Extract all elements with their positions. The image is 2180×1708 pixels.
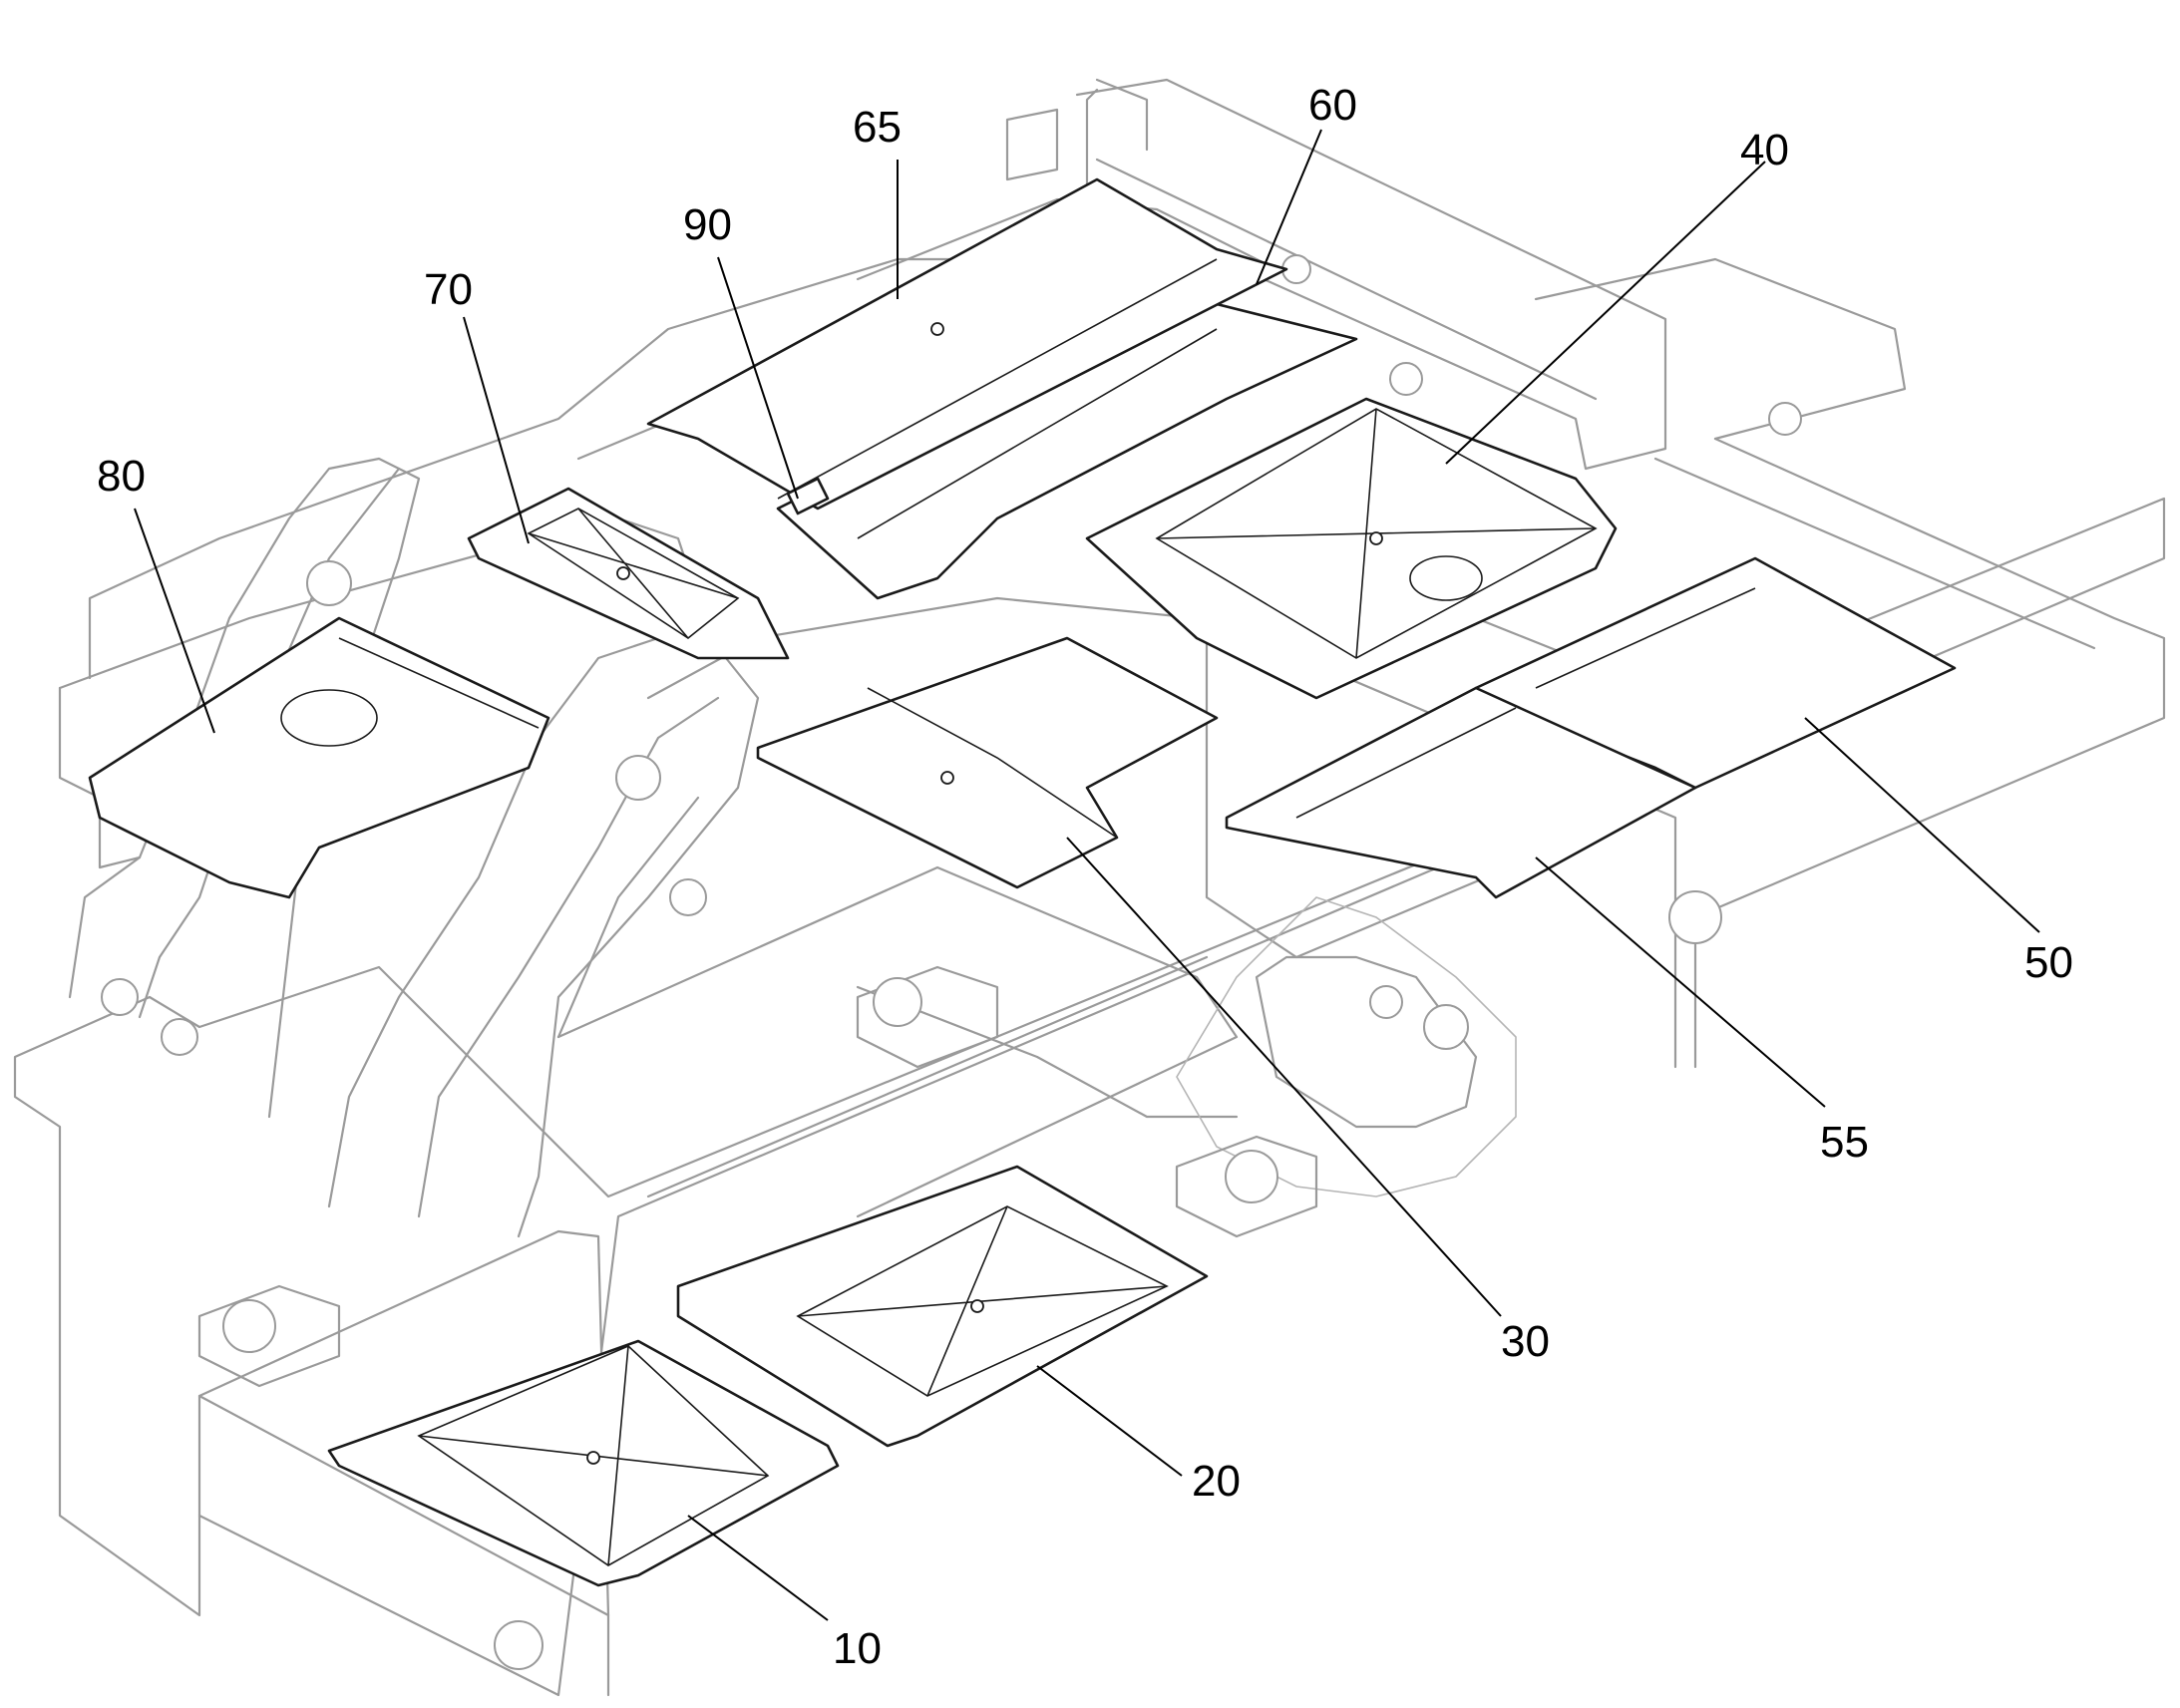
callout-55: 55 [1820, 1118, 1869, 1167]
callout-70: 70 [424, 265, 473, 314]
leader-40 [1445, 161, 1766, 465]
cover-55 [1225, 686, 1697, 899]
leader-70 [463, 316, 530, 544]
cover-65 [646, 177, 1288, 511]
leader-lines [134, 129, 2040, 1621]
cover-80 [88, 616, 550, 899]
callout-10: 10 [833, 1624, 882, 1673]
callout-80: 80 [97, 452, 146, 501]
cover-60 [776, 297, 1358, 600]
leader-55 [1535, 856, 1826, 1108]
leader-90 [717, 256, 799, 500]
callout-labels: 10 20 30 40 50 55 60 65 70 80 90 [97, 81, 2073, 1673]
bracket-90 [786, 477, 830, 515]
callout-50: 50 [2024, 938, 2073, 987]
cover-40 [1085, 397, 1618, 700]
leader-20 [1036, 1365, 1183, 1477]
leader-80 [134, 508, 215, 734]
cover-70 [467, 487, 790, 660]
leader-50 [1804, 717, 2040, 933]
callout-65: 65 [853, 103, 902, 152]
leader-60 [1256, 129, 1322, 285]
leader-10 [687, 1515, 829, 1621]
cover-30 [756, 636, 1219, 889]
callout-40: 40 [1740, 126, 1789, 174]
callout-30: 30 [1501, 1317, 1550, 1366]
callout-60: 60 [1308, 81, 1357, 130]
callout-20: 20 [1192, 1457, 1241, 1506]
cover-20 [676, 1165, 1209, 1448]
cover-10 [327, 1339, 840, 1587]
leader-30 [1066, 837, 1502, 1317]
callout-90: 90 [683, 200, 732, 249]
